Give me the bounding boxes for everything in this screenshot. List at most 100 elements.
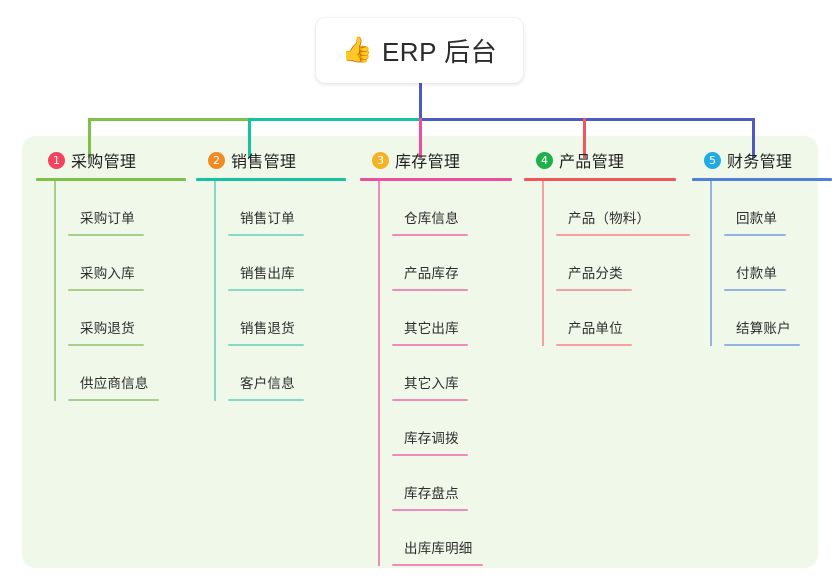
branch-spine-5 [710,181,712,346]
branch-child-item[interactable]: 产品库存 [392,236,512,291]
branch-child-rule [228,289,304,291]
branch-header-rule-5 [692,178,832,181]
branch-child-item[interactable]: 结算账户 [724,291,832,346]
branch-child-rule [68,399,159,401]
branch-child-item[interactable]: 采购退货 [68,291,186,346]
branch-child-rule [392,564,483,566]
branch-child-label: 库存盘点 [404,486,459,501]
branch-child-rule [392,289,468,291]
branch-child-item[interactable]: 产品（物料） [556,181,690,236]
branch-child-label: 其它出库 [404,321,459,336]
branch-child-label: 产品库存 [404,266,459,281]
branch-child-item[interactable]: 销售退货 [228,291,346,346]
diagram-panel-background [22,136,818,568]
branch-child-rule [724,289,786,291]
branch-child-label: 供应商信息 [80,376,149,391]
branch-child-label: 采购订单 [80,211,135,226]
branch-child-item[interactable]: 供应商信息 [68,346,186,401]
branch-child-label: 结算账户 [736,321,791,336]
branch-child-label: 回款单 [736,211,778,226]
branch-spine-3 [378,181,380,566]
branch-children-1: 采购订单采购入库采购退货供应商信息 [54,181,186,401]
branch-children-3: 仓库信息产品库存其它出库其它入库库存调拨库存盘点出库库明细 [378,181,512,566]
branch-child-rule [392,454,468,456]
branch-child-item[interactable]: 回款单 [724,181,832,236]
branch-child-label: 销售订单 [240,211,295,226]
branch-children-2: 销售订单销售出库销售退货客户信息 [214,181,346,401]
branch-child-rule [392,344,468,346]
branch-children-4: 产品（物料） 产品分类产品单位 [542,181,690,346]
branch-child-label: 采购退货 [80,321,135,336]
branch-child-rule [724,344,800,346]
branch-child-label: 客户信息 [240,376,295,391]
branch-child-label: 采购入库 [80,266,135,281]
root-node-title: ERP 后台 [381,37,498,67]
branch-number-badge-5: 5 [704,151,721,169]
root-stem-connector [419,70,422,121]
branch-child-label: 库存调拨 [404,431,459,446]
branch-child-item[interactable]: 其它出库 [392,291,512,346]
branch-child-rule [556,344,632,346]
bus-segment-middle [248,118,422,121]
branch-number-badge-2: 2 [208,151,225,169]
branch-spine-4 [542,181,544,346]
branch-spine-1 [54,181,56,401]
branch-spine-2 [214,181,216,401]
branch-child-rule [556,234,690,236]
branch-drop-connector-2 [248,118,251,158]
root-node[interactable]: 👍 ERP 后台 [316,18,523,83]
branch-drop-connector-4 [583,118,586,158]
branch-child-rule [228,234,304,236]
branch-child-item[interactable]: 库存调拨 [392,401,512,456]
branch-child-item[interactable]: 付款单 [724,236,832,291]
branch-title-5: 财务管理 [727,154,793,171]
branch-child-label: 付款单 [736,266,778,281]
branch-title-3: 库存管理 [395,154,461,171]
branch-child-label: 产品（物料） [568,211,651,226]
branch-child-rule [228,399,304,401]
branch-child-item[interactable]: 采购入库 [68,236,186,291]
branch-column-2: 2 销售管理销售订单销售出库销售退货客户信息 [196,148,346,401]
branch-child-item[interactable]: 库存盘点 [392,456,512,511]
branch-child-item[interactable]: 采购订单 [68,181,186,236]
branch-child-label: 销售出库 [240,266,295,281]
branch-child-item[interactable]: 销售出库 [228,236,346,291]
branch-child-item[interactable]: 销售订单 [228,181,346,236]
branch-drop-connector-5 [752,118,755,158]
branch-child-label: 出库库明细 [404,541,473,556]
branch-child-rule [392,509,468,511]
branch-child-item[interactable]: 仓库信息 [392,181,512,236]
branch-child-rule [556,289,632,291]
branch-child-rule [68,234,144,236]
branch-children-5: 回款单付款单结算账户 [710,181,832,346]
branch-child-label: 产品分类 [568,266,623,281]
branch-child-label: 仓库信息 [404,211,459,226]
branch-child-rule [724,234,786,236]
branch-child-item[interactable]: 产品分类 [556,236,676,291]
branch-drop-connector-1 [88,118,91,158]
branch-title-2: 销售管理 [231,154,297,171]
branch-child-item[interactable]: 其它入库 [392,346,512,401]
branch-child-item[interactable]: 出库库明细 [392,511,512,566]
branch-child-rule [392,234,468,236]
branch-header-rule-2 [196,178,346,181]
branch-header-5[interactable]: 5 财务管理 [692,148,832,172]
branch-child-rule [392,399,468,401]
branch-title-4: 产品管理 [559,154,625,171]
branch-column-5: 5 财务管理回款单付款单结算账户 [692,148,832,346]
branch-child-label: 产品单位 [568,321,623,336]
branch-title-1: 采购管理 [71,154,137,171]
branch-header-2[interactable]: 2 销售管理 [196,148,346,172]
branch-child-item[interactable]: 客户信息 [228,346,346,401]
bus-segment-left [88,118,251,121]
branch-child-rule [228,344,304,346]
branch-child-item[interactable]: 产品单位 [556,291,676,346]
branch-drop-connector-3 [419,118,422,158]
branch-header-rule-3 [360,178,512,181]
